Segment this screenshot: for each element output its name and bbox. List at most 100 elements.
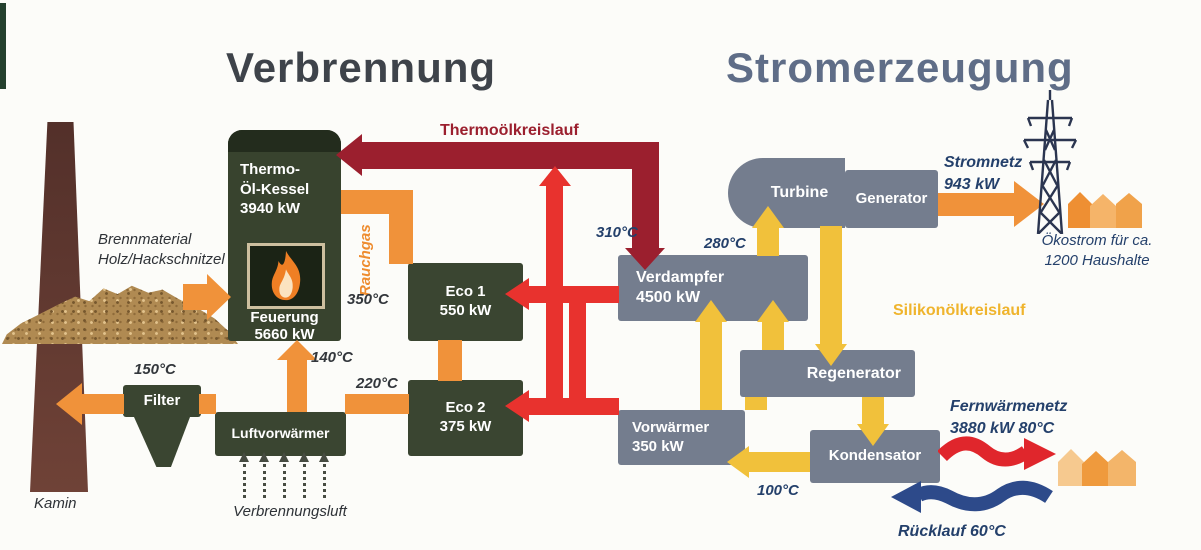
filter-box: Filter	[123, 385, 201, 417]
filter-funnel	[134, 417, 190, 467]
combustion-air-label: Verbrennungsluft	[233, 503, 347, 520]
air-preheater-box: Luftvorwärmer	[215, 412, 346, 456]
temp-100: 100°C	[757, 482, 799, 499]
oil-return-arrow-eco2-head	[505, 390, 529, 422]
combustion-air-arrowhead	[319, 452, 329, 462]
temp-150: 150°C	[134, 361, 176, 378]
grid-label: Stromnetz 943 kW	[944, 152, 1022, 195]
boiler-label-line1: Thermo-	[240, 161, 300, 178]
flue-pipe-filter-stack	[82, 394, 124, 414]
silicone-arrow-evaporator-head1	[695, 300, 727, 322]
eco2-box: Eco 2 375 kW	[408, 380, 523, 456]
combustion-air-arrowhead	[239, 452, 249, 462]
furnace-label: Feuerung 5660 kW	[228, 309, 341, 343]
boiler-label-line2: Öl-Kessel	[240, 180, 310, 198]
fuel-label-line2: Holz/Hackschnitzel	[98, 251, 225, 269]
flue-pipe-down-eco1	[389, 190, 413, 264]
temp-140: 140°C	[311, 349, 353, 366]
silicone-pipe-preheater-regenerator	[745, 397, 767, 410]
thermo-oil-arrow-boiler-head	[336, 134, 362, 176]
boiler-label-line3: 3940 kW	[240, 200, 301, 217]
silicone-arrow-turbine-head	[752, 206, 784, 228]
eco2-label-line2: 375 kW	[439, 418, 492, 435]
preheater-label-line2: 350 kW	[632, 437, 684, 455]
flue-pipe-eco1-eco2	[438, 340, 462, 381]
eco1-box: Eco 1 550 kW	[408, 263, 523, 341]
oil-return-pipe-riser2	[569, 286, 586, 415]
thermo-oil-arrow-evaporator-head	[625, 248, 665, 270]
thermo-oil-pipe-top	[362, 142, 659, 169]
houses-icon-heat	[1058, 449, 1136, 486]
air-arrow-furnace-head	[277, 340, 317, 360]
oil-return-pipe-riser	[546, 186, 563, 408]
silicone-pipe-turbine-regenerator	[820, 226, 842, 346]
silicone-pipe-preheater-evaporator	[700, 320, 722, 410]
air-pipe-to-furnace	[287, 360, 307, 412]
temp-280: 280°C	[704, 235, 746, 252]
silicone-oil-loop-label: Silikonölkreislauf	[893, 302, 1026, 319]
silicone-arrow-preheater-head	[727, 446, 749, 478]
flue-pipe-eco2-airpreheater	[345, 394, 409, 414]
green-power-line1: Ökostrom für ca.	[1041, 232, 1153, 249]
furnace-label-line2: 5660 kW	[254, 325, 315, 343]
district-heat-label: Fernwärmenetz 3880 kW 80°C	[950, 396, 1067, 439]
temp-350: 350°C	[347, 291, 389, 308]
grid-label-line2: 943 kW	[944, 175, 1000, 193]
combustion-air-arrowhead	[279, 452, 289, 462]
fuel-arrow-head	[207, 274, 231, 320]
oil-return-arrow-up-head	[539, 166, 571, 186]
scan-artifact	[0, 3, 6, 89]
return-flow-label: Rücklauf 60°C	[898, 523, 1006, 540]
condenser-label: Kondensator	[828, 447, 922, 465]
district-heat-line1: Fernwärmenetz	[950, 398, 1068, 415]
grid-label-line1: Stromnetz	[944, 154, 1023, 171]
flue-pipe-airpreheater-filter	[199, 394, 216, 414]
section-title-combustion: Verbrennung	[226, 44, 497, 91]
silicone-pipe-evaporator-turbine	[757, 226, 779, 256]
green-power-line2: 1200 Haushalte	[1044, 252, 1150, 270]
combustion-air-line	[303, 464, 306, 498]
silicone-arrow-evaporator-head2	[757, 300, 789, 322]
filter-label: Filter	[143, 391, 181, 409]
flame-icon	[271, 251, 301, 301]
section-title-power: Stromerzeugung	[726, 44, 1074, 91]
furnace-window	[247, 243, 325, 309]
combustion-air-arrowhead	[299, 452, 309, 462]
silicone-arrow-regenerator-head	[815, 344, 847, 366]
turbine-box: Turbine	[728, 158, 845, 228]
temp-220: 220°C	[356, 375, 398, 392]
generator-label: Generator	[855, 189, 928, 207]
combustion-air-line	[323, 464, 326, 498]
fuel-arrow-bar	[183, 284, 211, 310]
furnace-label-line1: Feuerung	[250, 309, 319, 326]
silicone-arrow-condenser-head	[857, 424, 889, 446]
preheater-label-line1: Vorwärmer	[632, 418, 710, 436]
turbine-label: Turbine	[770, 184, 829, 201]
generator-box: Generator	[845, 170, 938, 228]
houses-icon-power	[1068, 192, 1142, 228]
thermo-oil-pipe-down-evaporator	[632, 142, 659, 250]
eco1-label-line1: Eco 1	[445, 283, 486, 301]
oil-return-pipe-preheater-eco2	[529, 398, 619, 415]
condenser-box: Kondensator	[810, 430, 940, 483]
return-flow-arrow	[891, 480, 1053, 513]
flue-gas-label: Rauchgas	[357, 224, 374, 296]
combustion-air-arrowhead	[259, 452, 269, 462]
flue-arrow-stack-head	[56, 383, 82, 425]
silicone-pipe-condenser-preheater	[749, 452, 810, 472]
silicone-pipe-regenerator-evaporator	[762, 320, 784, 350]
boiler-top-cap	[228, 130, 341, 152]
fuel-label: Brennmaterial Holz/Hackschnitzel	[98, 230, 225, 271]
silicone-pipe-regenerator-condenser	[862, 397, 884, 426]
eco2-label-line1: Eco 2	[445, 399, 486, 417]
combustion-air-line	[283, 464, 286, 498]
air-preheater-label: Luftvorwärmer	[231, 425, 330, 442]
evaporator-label-line2: 4500 kW	[636, 289, 701, 306]
regenerator-label: Regenerator	[806, 364, 901, 382]
boiler-label: Thermo- Öl-Kessel 3940 kW	[240, 160, 309, 219]
power-pylon-icon	[1022, 90, 1078, 234]
eco1-label-line2: 550 kW	[439, 302, 492, 319]
district-heating-arrow	[938, 436, 1056, 470]
oil-return-arrow-eco1-head	[505, 278, 529, 310]
